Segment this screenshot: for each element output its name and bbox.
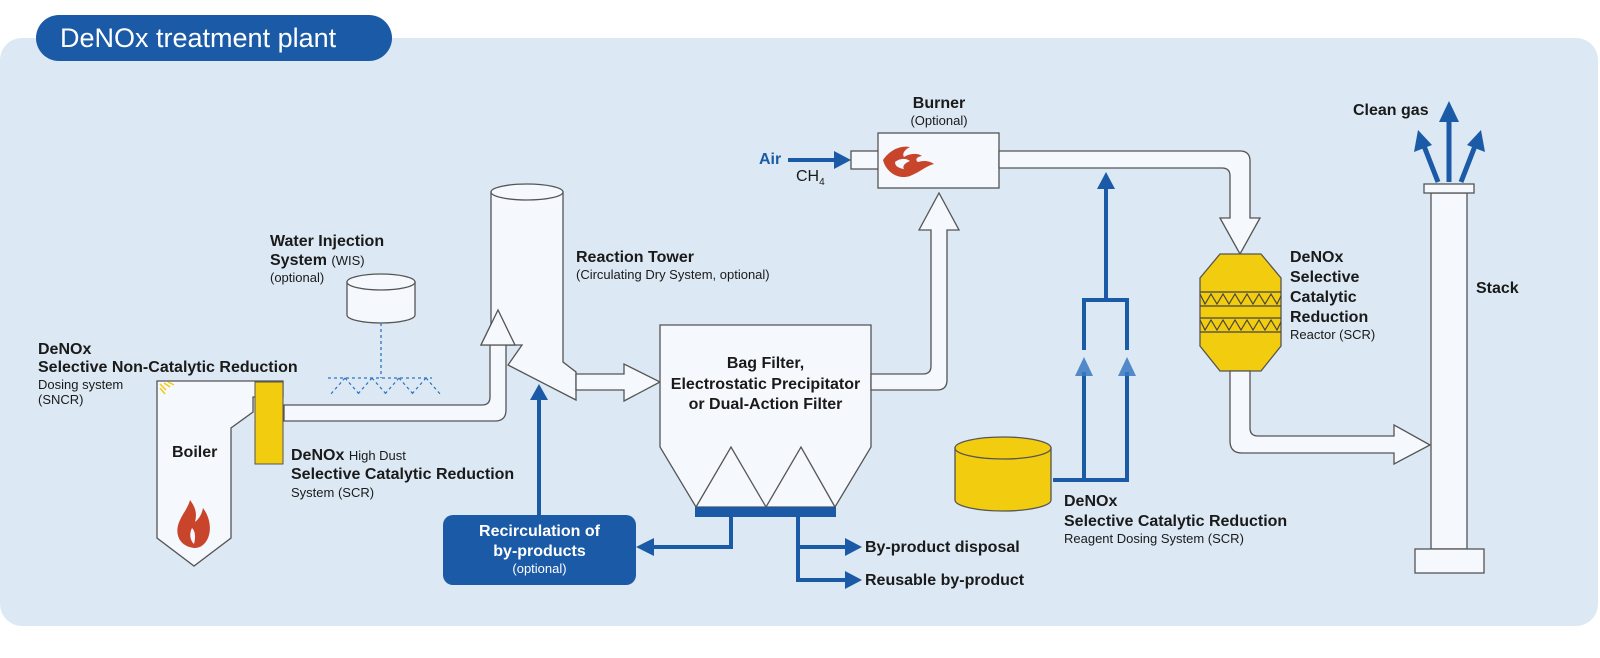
byproduct-disposal-label: By-product disposal <box>865 539 1020 556</box>
scr-high-dust-title: DeNOx High Dust <box>291 447 406 464</box>
byproduct-arrowheads <box>530 384 862 589</box>
sncr-title-line2: Selective Non-Catalytic Reduction <box>38 359 298 376</box>
burner-flame-icon <box>883 146 934 178</box>
burner-sub: (Optional) <box>910 113 968 128</box>
scr-reactor-sub: Reactor (SCR) <box>1290 327 1376 342</box>
wis-sub: (optional) <box>270 270 325 285</box>
reagent-sub: Reagent Dosing System (SCR) <box>1064 531 1244 546</box>
scr-catalyst-layers <box>1199 291 1282 333</box>
stack-base <box>1414 548 1485 574</box>
sncr-sub-line1: Dosing system <box>38 377 124 392</box>
ch4-label: CH4 <box>796 168 825 188</box>
scr-high-dust-title2: Selective Catalytic Reduction <box>291 466 515 483</box>
reagent-fade-left <box>1082 372 1086 480</box>
sncr-sub-line2: (SNCR) <box>38 392 84 407</box>
stack-cap <box>1423 183 1475 194</box>
sncr-title-line1: DeNOx <box>38 341 92 358</box>
filter-label-line3: or Dual-Action Filter <box>688 396 843 413</box>
reagent-manifold <box>1084 300 1127 480</box>
scr-high-dust-catalyst <box>254 381 284 465</box>
reactor-to-stack-duct <box>1229 370 1432 466</box>
tower-to-filter-arrow <box>575 362 662 403</box>
scr-reactor-line3: Catalytic <box>1290 289 1357 306</box>
recirculation-sub: (optional) <box>512 561 567 576</box>
recirculation-line2: by-products <box>493 543 586 560</box>
scr-reactor <box>1199 253 1282 372</box>
page-title: DeNOx treatment plant <box>36 15 392 61</box>
reagent-tank <box>954 447 1052 512</box>
clean-gas-label: Clean gas <box>1353 102 1429 119</box>
reagent-title-line2: Selective Catalytic Reduction <box>1064 513 1288 530</box>
reagent-title-line1: DeNOx <box>1064 493 1118 510</box>
water-spray-lines <box>328 323 442 396</box>
wis-tank <box>346 281 416 324</box>
filter-label-line1: Bag Filter, <box>726 355 805 372</box>
reaction-tower-top <box>490 183 564 201</box>
scr-reactor-line1: DeNOx <box>1290 249 1344 266</box>
scr-reactor-line2: Selective <box>1290 269 1360 286</box>
filter-label-line2: Electrostatic Precipitator <box>670 376 861 393</box>
recirculation-box <box>443 515 636 585</box>
air-feed-arrowhead <box>834 151 851 169</box>
boiler-outlet-duct <box>283 308 517 422</box>
clean-gas-arrows <box>1421 118 1478 183</box>
reaction-tower-inlet-arrow <box>479 308 517 346</box>
sncr-dosing-icon <box>159 381 175 395</box>
air-label: Air <box>759 151 782 168</box>
filter-collector-bar <box>695 507 836 517</box>
reagent-injection-lines <box>1053 375 1129 482</box>
filter-to-burner-duct <box>870 191 961 391</box>
scr-high-dust-sub: System (SCR) <box>291 485 375 500</box>
stack <box>1430 192 1468 550</box>
wis-title-line1: Water Injection <box>270 233 385 250</box>
reagent-fade-right <box>1125 372 1129 480</box>
stack-label: Stack <box>1476 280 1519 297</box>
reusable-byproduct-label: Reusable by-product <box>865 572 1025 589</box>
reaction-tower-sub: (Circulating Dry System, optional) <box>576 267 770 282</box>
burner-title: Burner <box>912 95 966 112</box>
burner-to-reactor-duct <box>998 150 1262 256</box>
reagent-arrowhead <box>1097 172 1115 189</box>
reaction-tower-title: Reaction Tower <box>576 249 694 266</box>
filter-unit <box>659 324 872 508</box>
boiler-label: Boiler <box>172 444 218 461</box>
boiler-flame-icon <box>177 500 210 548</box>
byproduct-lines <box>537 398 850 582</box>
scr-reactor-line4: Reduction <box>1290 309 1369 326</box>
recirculation-line1: Recirculation of <box>479 523 600 540</box>
burner-inlet <box>850 150 880 170</box>
wis-title-line2: System (WIS) <box>270 252 365 269</box>
